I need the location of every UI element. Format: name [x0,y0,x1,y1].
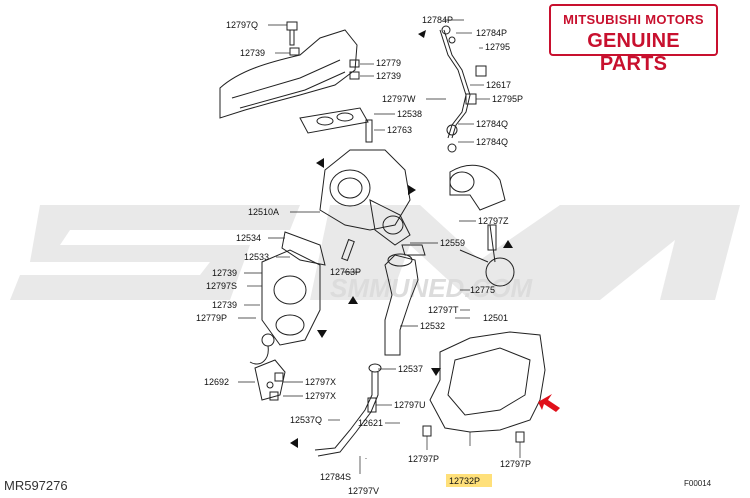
arrow-up-icon [503,240,513,248]
arrow-up-icon [348,296,358,304]
label-12763: 12763 [387,125,412,135]
label-12533: 12533 [244,252,269,262]
label-12795p: 12795P [492,94,523,104]
label-12797q: 12797Q [226,20,258,30]
label-12617: 12617 [486,80,511,90]
label-12732p: 12732P [449,476,480,486]
gasket-12534 [281,231,326,266]
figure-id: F00014 [684,479,712,488]
bracket-12692 [254,359,286,401]
label-12784q: 12784Q [476,137,508,147]
brand-line1: MITSUBISHI MOTORS [563,12,704,27]
leader-lines [238,19,521,474]
label-12797s: 12797S [206,281,237,291]
highlight-12732p [446,474,492,487]
pipe-12532 [384,253,419,356]
label-12784q: 12784Q [476,119,508,129]
label-12501: 12501 [483,313,508,323]
direction-arrows [290,30,513,448]
label-12559: 12559 [440,238,465,248]
wastegate-actuator [459,224,515,287]
stud-12763p [341,238,355,262]
oil-pipe [439,25,487,153]
label-12739: 12739 [212,268,237,278]
arrow-down-icon [317,330,327,338]
arrow-pointer-icon [538,394,560,412]
label-12795: 12795 [485,42,510,52]
red-highlight-arrow [538,394,560,412]
label-12797t: 12797T [428,305,459,315]
sensor-harness [249,333,275,365]
label-12797p: 12797P [500,459,531,469]
part-labels: 12797Q 12739 12779 12739 12784P 12784P 1… [196,15,531,496]
arrow-right-icon [408,185,416,195]
label-12784p: 12784P [476,28,507,38]
label-12797u: 12797U [394,400,426,410]
gasket-12559 [401,244,426,256]
label-12538: 12538 [397,109,422,119]
label-12784s: 12784S [320,472,351,482]
stud-12763 [365,119,373,143]
label-12534: 12534 [236,233,261,243]
label-12537q: 12537Q [290,415,322,425]
exhaust-manifold [261,249,321,346]
label-12779p: 12779P [196,313,227,323]
label-12692: 12692 [204,377,229,387]
genuine-parts-badge: MITSUBISHI MOTORS GENUINE PARTS [549,4,718,75]
arrow-left-icon [316,158,324,168]
turbocharger-body [319,149,411,246]
nut-12739 [289,47,360,80]
label-12797p: 12797P [408,454,439,464]
arrow-up-left-icon [418,30,426,38]
label-12532: 12532 [420,321,445,331]
label-12537: 12537 [398,364,423,374]
label-12797z: 12797Z [478,216,509,226]
label-12797x: 12797X [305,377,336,387]
watermark-logo [10,205,740,300]
label-12621: 12621 [358,418,383,428]
label-12797x: 12797X [305,391,336,401]
label-12797w: 12797W [382,94,416,104]
oil-return-pipe [314,363,382,457]
bolt-12797q [286,21,298,46]
label-12739: 12739 [376,71,401,81]
watermark-text: SMMUNED.COM [330,273,534,303]
label-12763p: 12763P [330,267,361,277]
intake-elbow [449,164,506,211]
heat-shield-upper [219,29,358,119]
label-12739: 12739 [212,300,237,310]
brand-line2: GENUINE PARTS [587,30,680,75]
arrow-left-icon [290,438,298,448]
gasket-upper [299,107,369,134]
heat-shield-lower [422,331,546,443]
label-12784p: 12784P [422,15,453,25]
label-12510a: 12510A [248,207,279,217]
reference-number: MR597276 [4,478,68,493]
label-12797v: 12797V [348,486,379,496]
label-12775: 12775 [470,285,495,295]
label-12739: 12739 [240,48,265,58]
arrow-down-icon [431,368,441,376]
label-12779: 12779 [376,58,401,68]
